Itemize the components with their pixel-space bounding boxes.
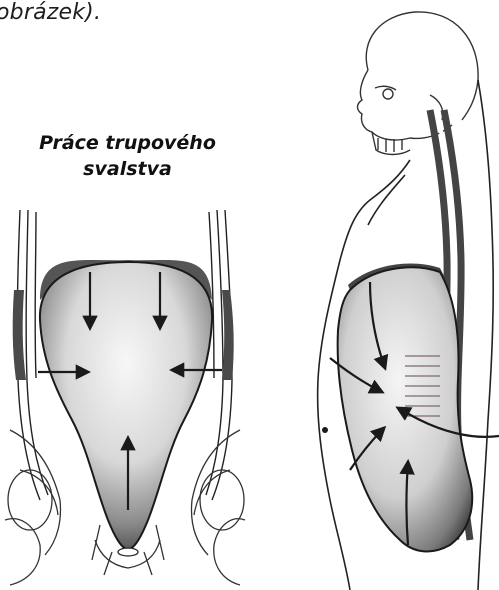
front-pelvic-floor — [118, 548, 138, 556]
side-abdominal-cavity — [338, 267, 473, 551]
front-left-muscle-band — [13, 290, 26, 380]
front-abdominal-cavity — [40, 262, 212, 550]
navel-dot — [322, 427, 328, 433]
skull-icon — [358, 12, 479, 155]
front-right-muscle-band — [222, 290, 234, 380]
front-view-figure — [5, 210, 245, 585]
side-view-figure — [318, 12, 499, 590]
